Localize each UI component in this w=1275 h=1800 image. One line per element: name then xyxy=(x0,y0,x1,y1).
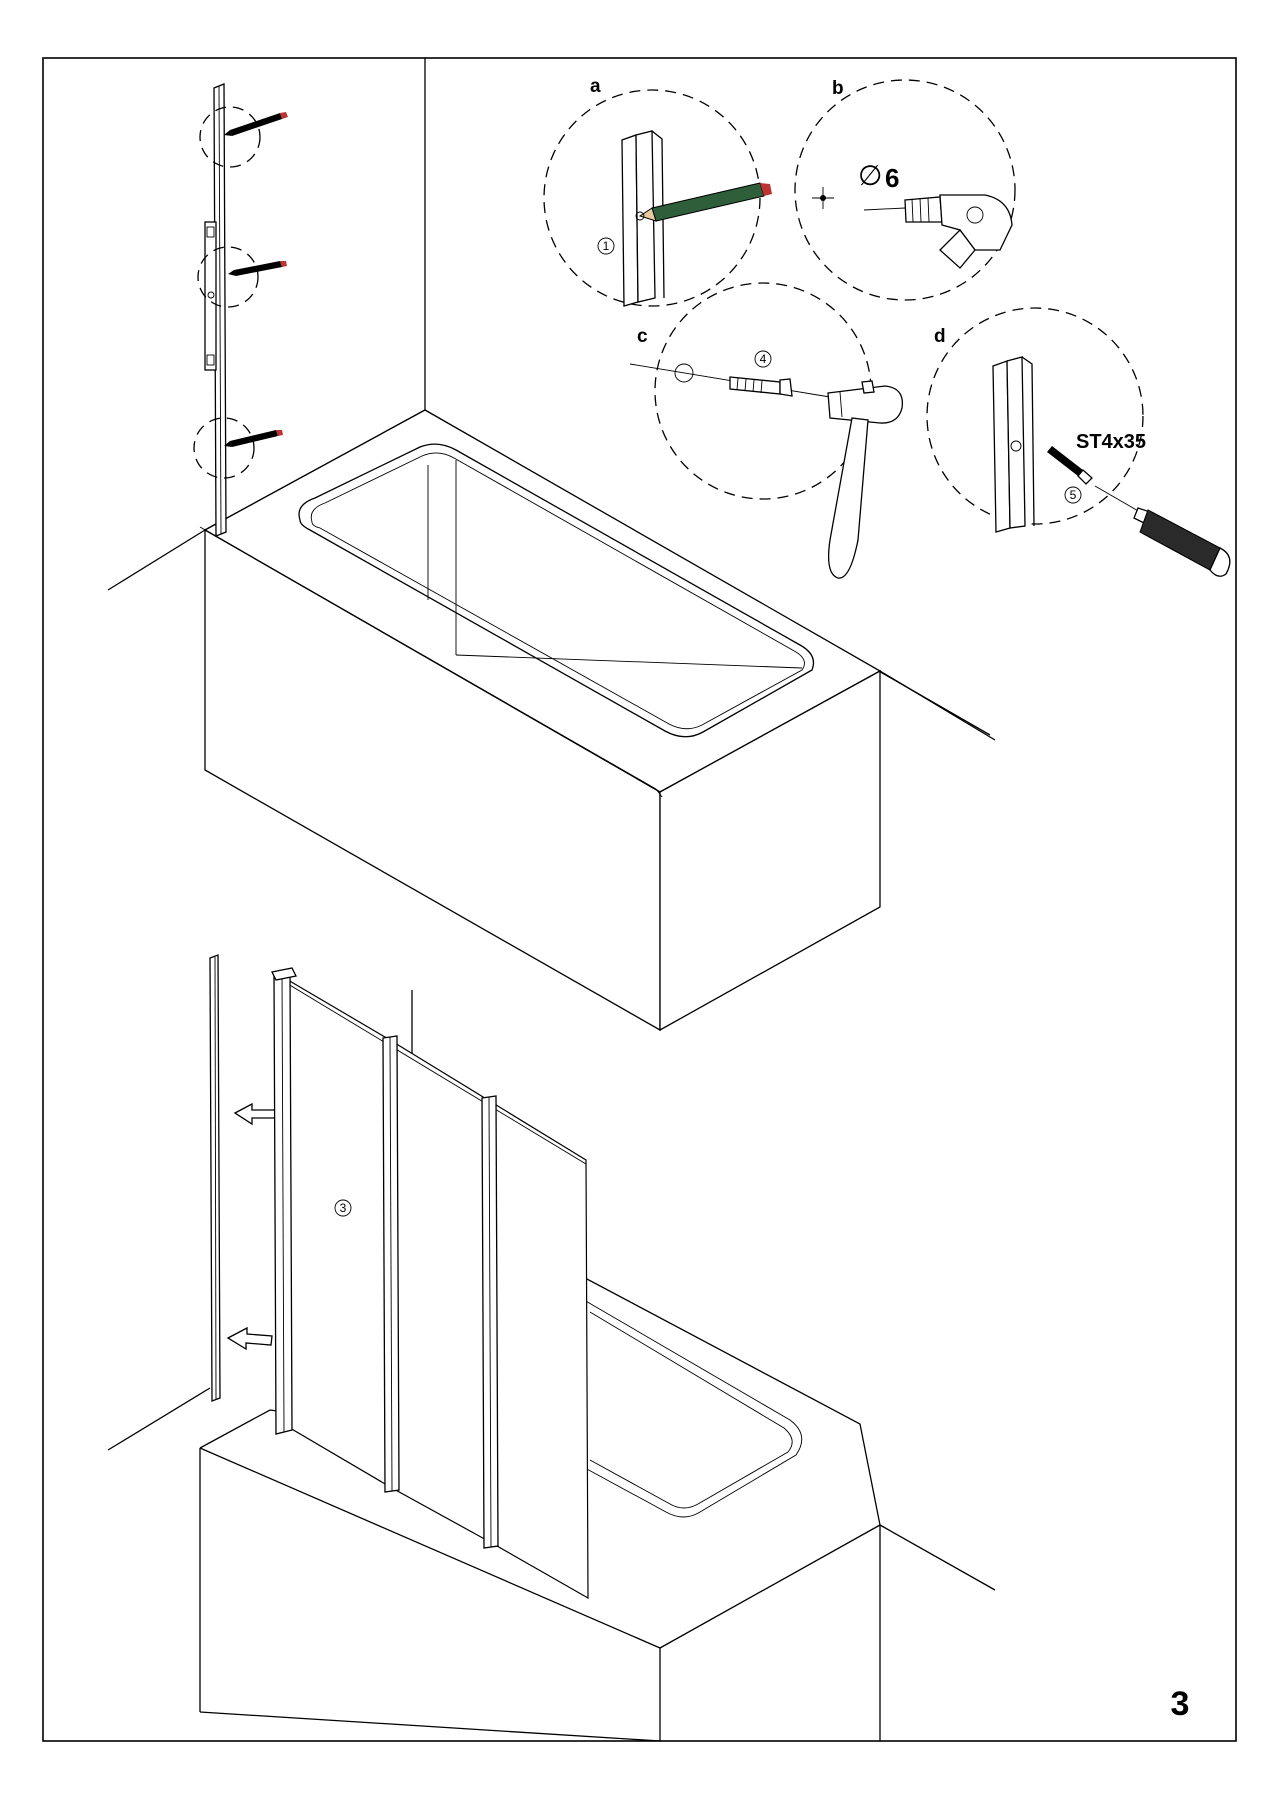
page-frame xyxy=(42,57,1237,1742)
drill-icon xyxy=(863,194,1013,269)
diameter-symbol: ∅ xyxy=(858,160,882,191)
folding-screen: 3 xyxy=(271,967,589,1600)
wall-and-bathtub-top xyxy=(107,58,996,1032)
pencil-icon xyxy=(228,261,287,276)
screwdriver-icon xyxy=(1094,485,1231,577)
wall-profile-marking xyxy=(193,83,288,537)
step-label-a: a xyxy=(590,76,601,97)
pencil-icon xyxy=(224,430,283,447)
part-number-1: 1 xyxy=(603,239,610,253)
arrow-left-icon xyxy=(233,1102,279,1126)
wall-profile-loose xyxy=(209,954,221,1402)
detail-c-anchor: c 4 xyxy=(629,282,904,579)
hammer-icon xyxy=(827,380,904,579)
arrow-left-icon xyxy=(226,1326,273,1351)
step-label-d: d xyxy=(934,326,946,347)
part-number-5: 5 xyxy=(1070,488,1077,502)
pencil-icon xyxy=(224,112,288,136)
step-label-c: c xyxy=(637,326,648,347)
part-number-3: 3 xyxy=(340,1201,347,1215)
detail-a-mark-holes: a 1 xyxy=(543,76,772,307)
detail-d-screw: d ST4x35 5 xyxy=(926,307,1231,577)
page-number: 3 xyxy=(1171,1685,1190,1723)
screw-icon xyxy=(1047,446,1093,485)
pencil-icon xyxy=(638,182,772,222)
screw-spec: ST4x35 xyxy=(1076,431,1146,453)
wall-and-bathtub-bottom xyxy=(107,990,996,1742)
part-number-4: 4 xyxy=(760,352,767,366)
wall-plug-icon xyxy=(729,376,793,397)
step-label-b: b xyxy=(832,78,844,99)
diameter-value: 6 xyxy=(885,163,899,193)
crosshair-icon xyxy=(812,187,834,209)
detail-b-drill: b ∅ 6 xyxy=(794,78,1016,301)
